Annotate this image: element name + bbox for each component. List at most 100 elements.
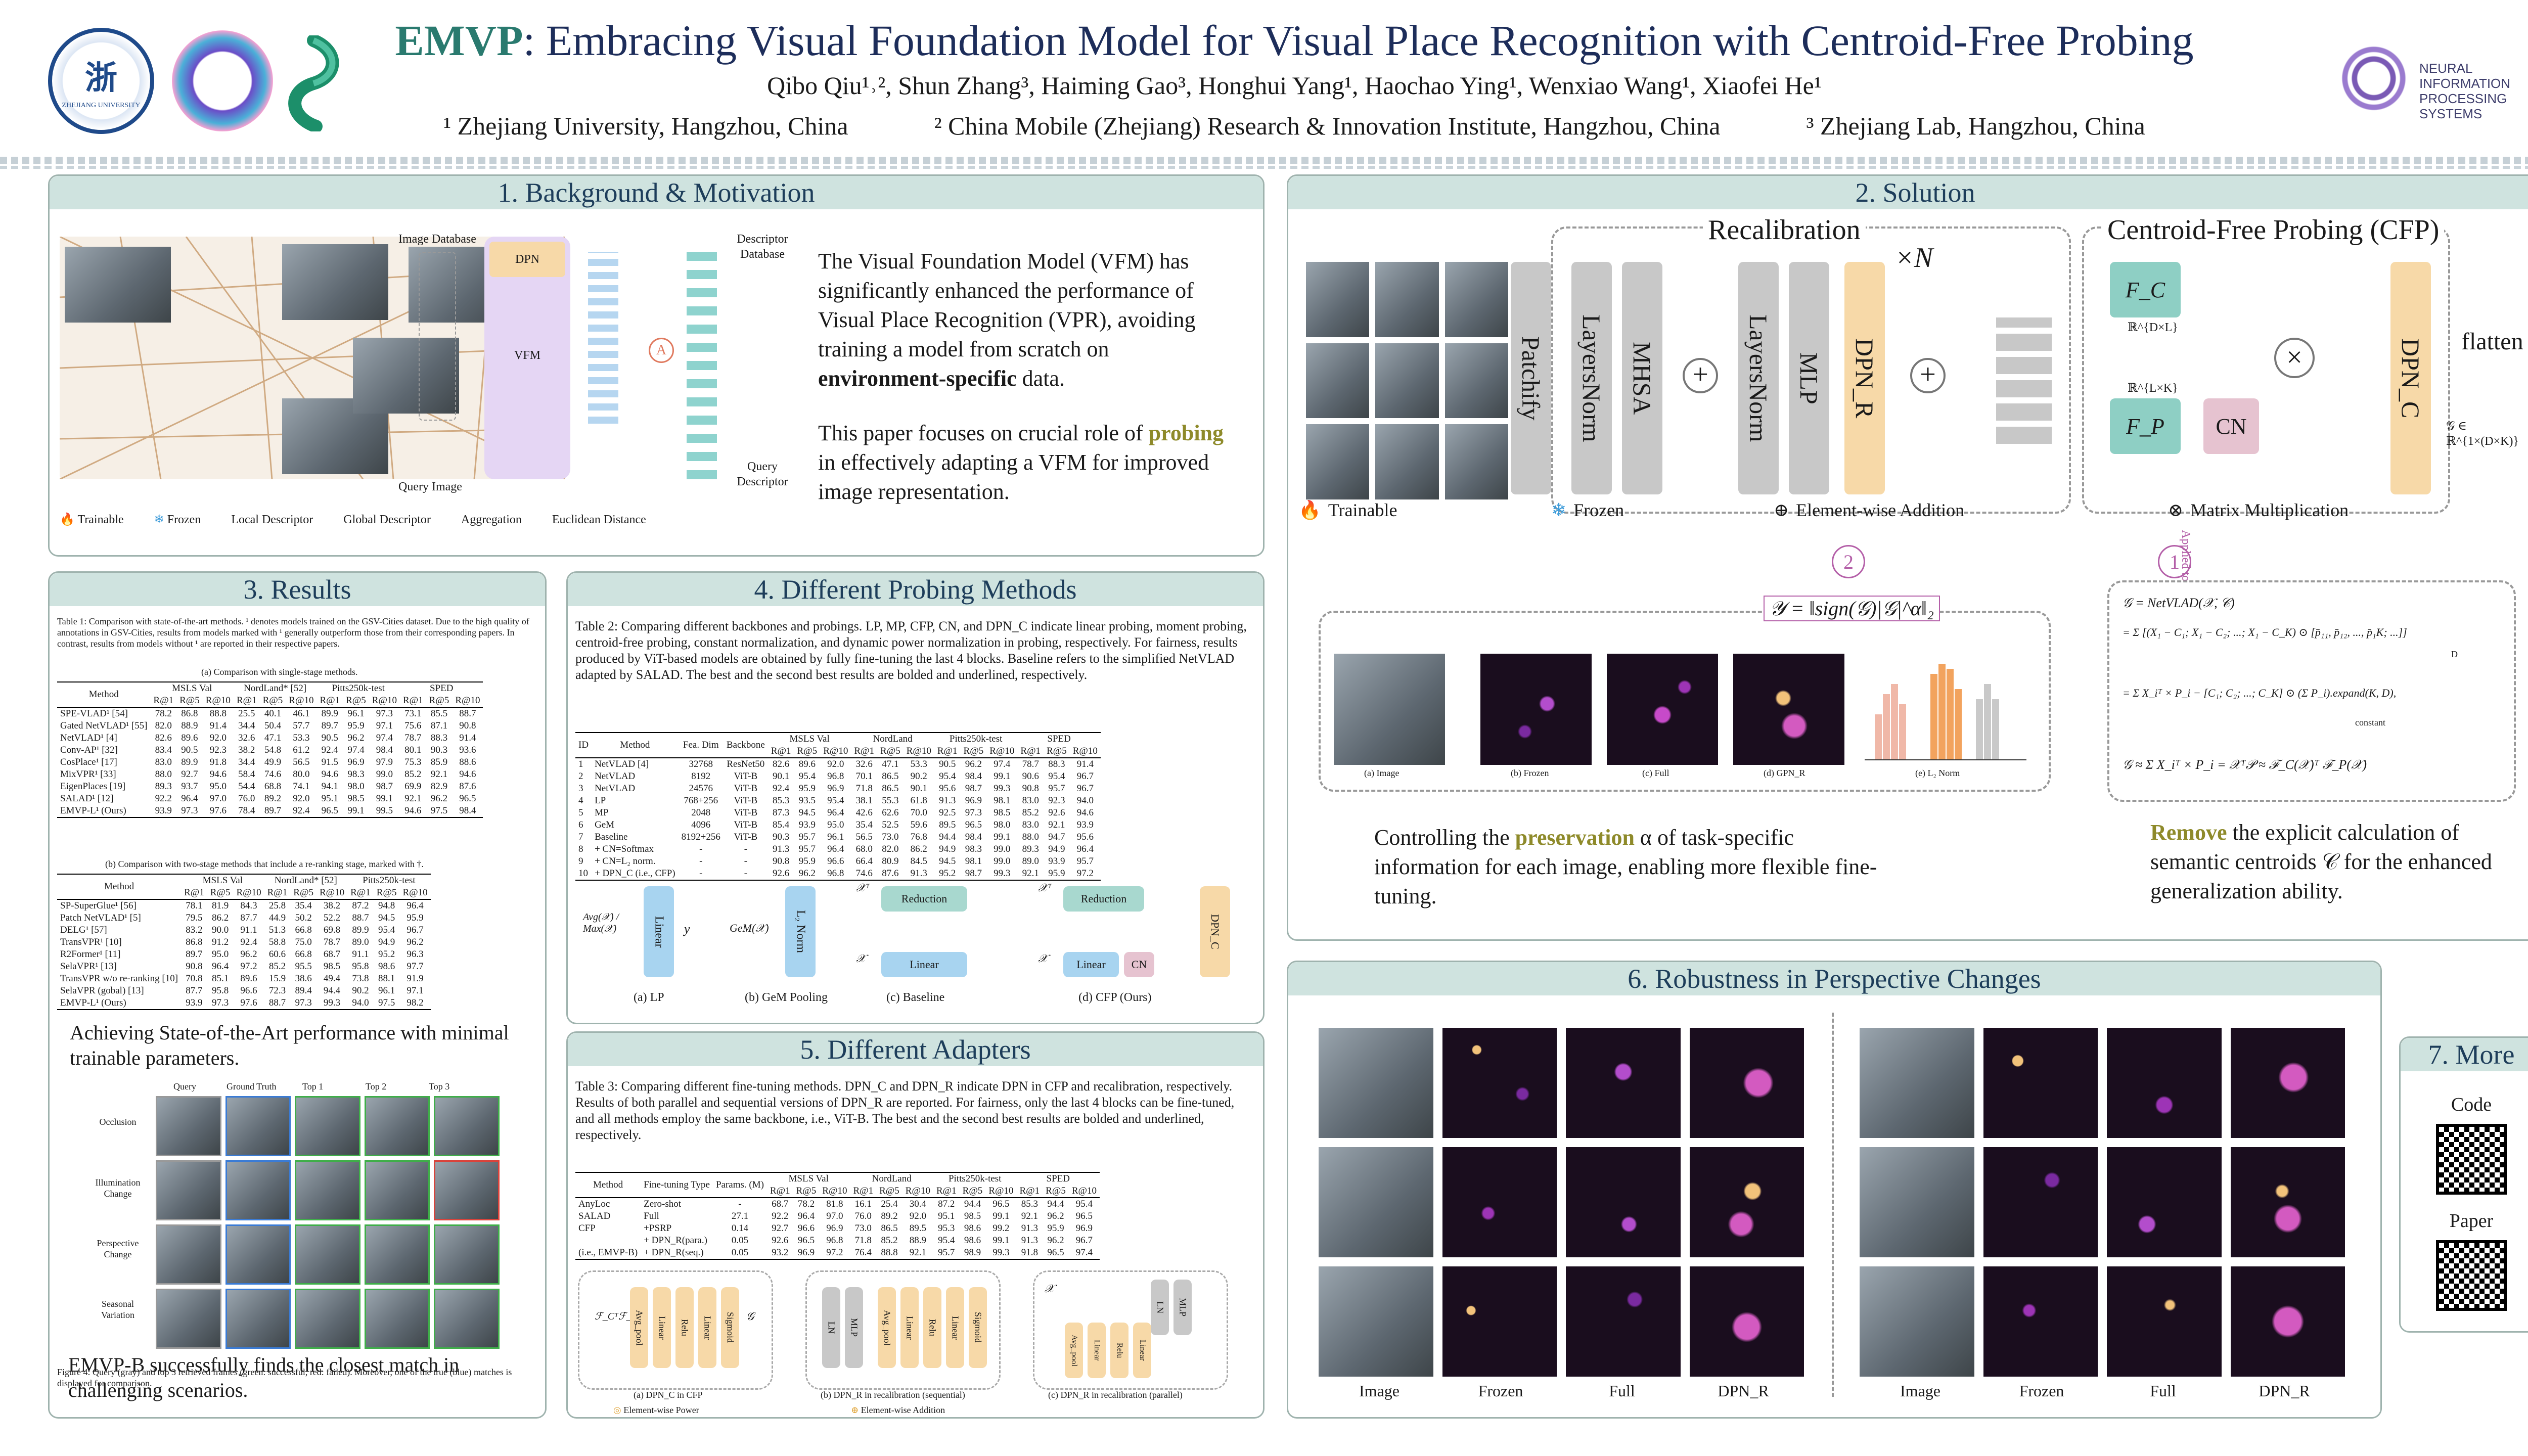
table-cell: 93.5 xyxy=(798,795,816,806)
table-cell: 92.3 xyxy=(1048,795,1065,806)
table-cell: 98.7 xyxy=(965,783,982,794)
legend-aggregation: Aggregation xyxy=(461,513,522,526)
table-cell: 95.4 xyxy=(827,795,844,806)
robust-image xyxy=(1319,1028,1433,1138)
image-database-stack xyxy=(419,252,456,421)
table-cell: 74.6 xyxy=(851,868,878,881)
table-cell: 82.0 xyxy=(155,720,172,731)
vfm-dpn-block xyxy=(484,237,570,479)
viz-caption-image: (a) Image xyxy=(1364,768,1400,778)
table-cell: 85.3 xyxy=(1016,1197,1043,1210)
gt-frame xyxy=(225,1160,291,1220)
table-cell: 99.1 xyxy=(376,793,393,804)
table-cell: 89.2 xyxy=(881,1211,898,1221)
table-cell: 97.7 xyxy=(407,961,424,972)
dpn-r-block: DPN_R xyxy=(1844,262,1885,494)
table-cell: 69.9 xyxy=(404,781,422,792)
table-cell: 95.9 xyxy=(347,720,365,731)
table-cell: 92.4 xyxy=(286,805,317,818)
step-2-badge: 2 xyxy=(1832,545,1865,578)
table-cell: 71.8 xyxy=(854,1235,872,1246)
table-cell: 68.0 xyxy=(855,844,873,854)
rdl-label: ℝ^{D×L} xyxy=(2128,321,2178,334)
table-cell: 90.5 xyxy=(321,733,338,743)
paper-qr-icon[interactable] xyxy=(2436,1240,2507,1311)
viz-caption-norm: (e) L₂ Norm xyxy=(1915,768,1960,778)
table-cell: CosPlace¹ [17] xyxy=(60,757,117,767)
paper-label: Paper xyxy=(2449,1210,2494,1232)
table-cell: 81.8 xyxy=(819,1197,850,1210)
table-cell: 93.7 xyxy=(181,781,198,792)
table-cell: SALAD xyxy=(578,1211,611,1221)
table-cell: 96.4 xyxy=(827,807,844,818)
viz-caption-full: (c) Full xyxy=(1642,768,1669,778)
table-cell: 95.9 xyxy=(798,783,816,794)
metric-header: R@5 xyxy=(210,887,231,898)
table-cell: 98.6 xyxy=(964,1223,981,1234)
table-cell: 97.5 xyxy=(426,805,453,818)
table-cell: 9 xyxy=(578,856,583,867)
code-qr-icon[interactable] xyxy=(2436,1124,2507,1195)
table-cell: 57.7 xyxy=(293,720,310,731)
table-cell: 10 xyxy=(575,868,592,881)
panel-title: 4. Different Probing Methods xyxy=(568,573,1263,606)
table-cell: 98.5 xyxy=(347,793,365,804)
legend-trainable: 🔥 Trainable xyxy=(60,513,124,526)
table-cell: 91.4 xyxy=(209,720,227,731)
table-cell: 47.1 xyxy=(264,733,282,743)
table-cell: NetVLAD xyxy=(595,771,636,782)
table-cell: 92.4 xyxy=(773,783,790,794)
table-cell: 92.0 xyxy=(820,757,851,770)
table-cell: 15.9 xyxy=(268,973,286,984)
metric-header: R@5 xyxy=(376,887,397,898)
table-cell: 99.1 xyxy=(992,1235,1010,1246)
table-cell: 8192+256 xyxy=(681,832,720,842)
table-cell: 92.4 xyxy=(321,745,338,755)
table-cell: 98.5 xyxy=(964,1211,981,1221)
table-cell: 38.6 xyxy=(295,973,312,984)
multiply-symbol: × xyxy=(2274,338,2315,378)
table-cell: 66.4 xyxy=(855,856,873,867)
table-cell: 78.7 xyxy=(323,937,341,947)
table-cell: 97.2 xyxy=(819,1247,850,1260)
table-cell: 75.0 xyxy=(295,937,312,947)
table-cell: 95.7 xyxy=(1048,783,1065,794)
table-cell: DELG¹ [57] xyxy=(60,925,107,935)
table-cell: 61.2 xyxy=(293,745,310,755)
panel-more: 7. More Code Paper xyxy=(2399,1036,2528,1333)
table-cell: 66.8 xyxy=(295,949,312,960)
table-cell: 42.6 xyxy=(855,807,873,818)
col-label-dpn: DPN_R xyxy=(2259,1382,2310,1400)
zju-logo-text: ZHEJIANG UNIVERSITY xyxy=(62,102,141,109)
col-label-image: Image xyxy=(1359,1382,1400,1400)
panel-results: 3. Results Table 1: Comparison with stat… xyxy=(48,571,547,1419)
table-cell: Conv-AP¹ [32] xyxy=(60,745,118,755)
block-relu: Relu xyxy=(675,1287,694,1368)
table-cell: 98.5 xyxy=(323,961,341,972)
metric-header: R@10 xyxy=(906,746,931,756)
table-cell: 32.6 xyxy=(851,757,878,770)
viz-dpn-heatmap xyxy=(1733,654,1844,765)
metric-header: R@10 xyxy=(905,1186,930,1196)
table-cell: 95.8 xyxy=(211,985,229,996)
table-cell: 95.4 xyxy=(938,1235,955,1246)
table-cell: 75.6 xyxy=(404,720,422,731)
table-cell: 96.2 xyxy=(794,868,821,881)
table-cell: 89.9 xyxy=(352,925,369,935)
table-cell: 90.8 xyxy=(1022,783,1039,794)
table-cell: 70.1 xyxy=(855,771,873,782)
metric-header: R@10 xyxy=(236,887,261,898)
table-cell: 81.9 xyxy=(207,899,234,912)
table-cell: 96.4 xyxy=(1076,844,1094,854)
panel-background-motivation: 1. Background & Motivation Image Databas… xyxy=(48,174,1265,557)
table-cell: 91.4 xyxy=(1069,757,1101,770)
metric-header: R@10 xyxy=(822,1186,847,1196)
table-cell: 88.8 xyxy=(202,707,234,720)
table-cell: 90.5 xyxy=(934,757,961,770)
table-cell: 89.4 xyxy=(295,985,312,996)
